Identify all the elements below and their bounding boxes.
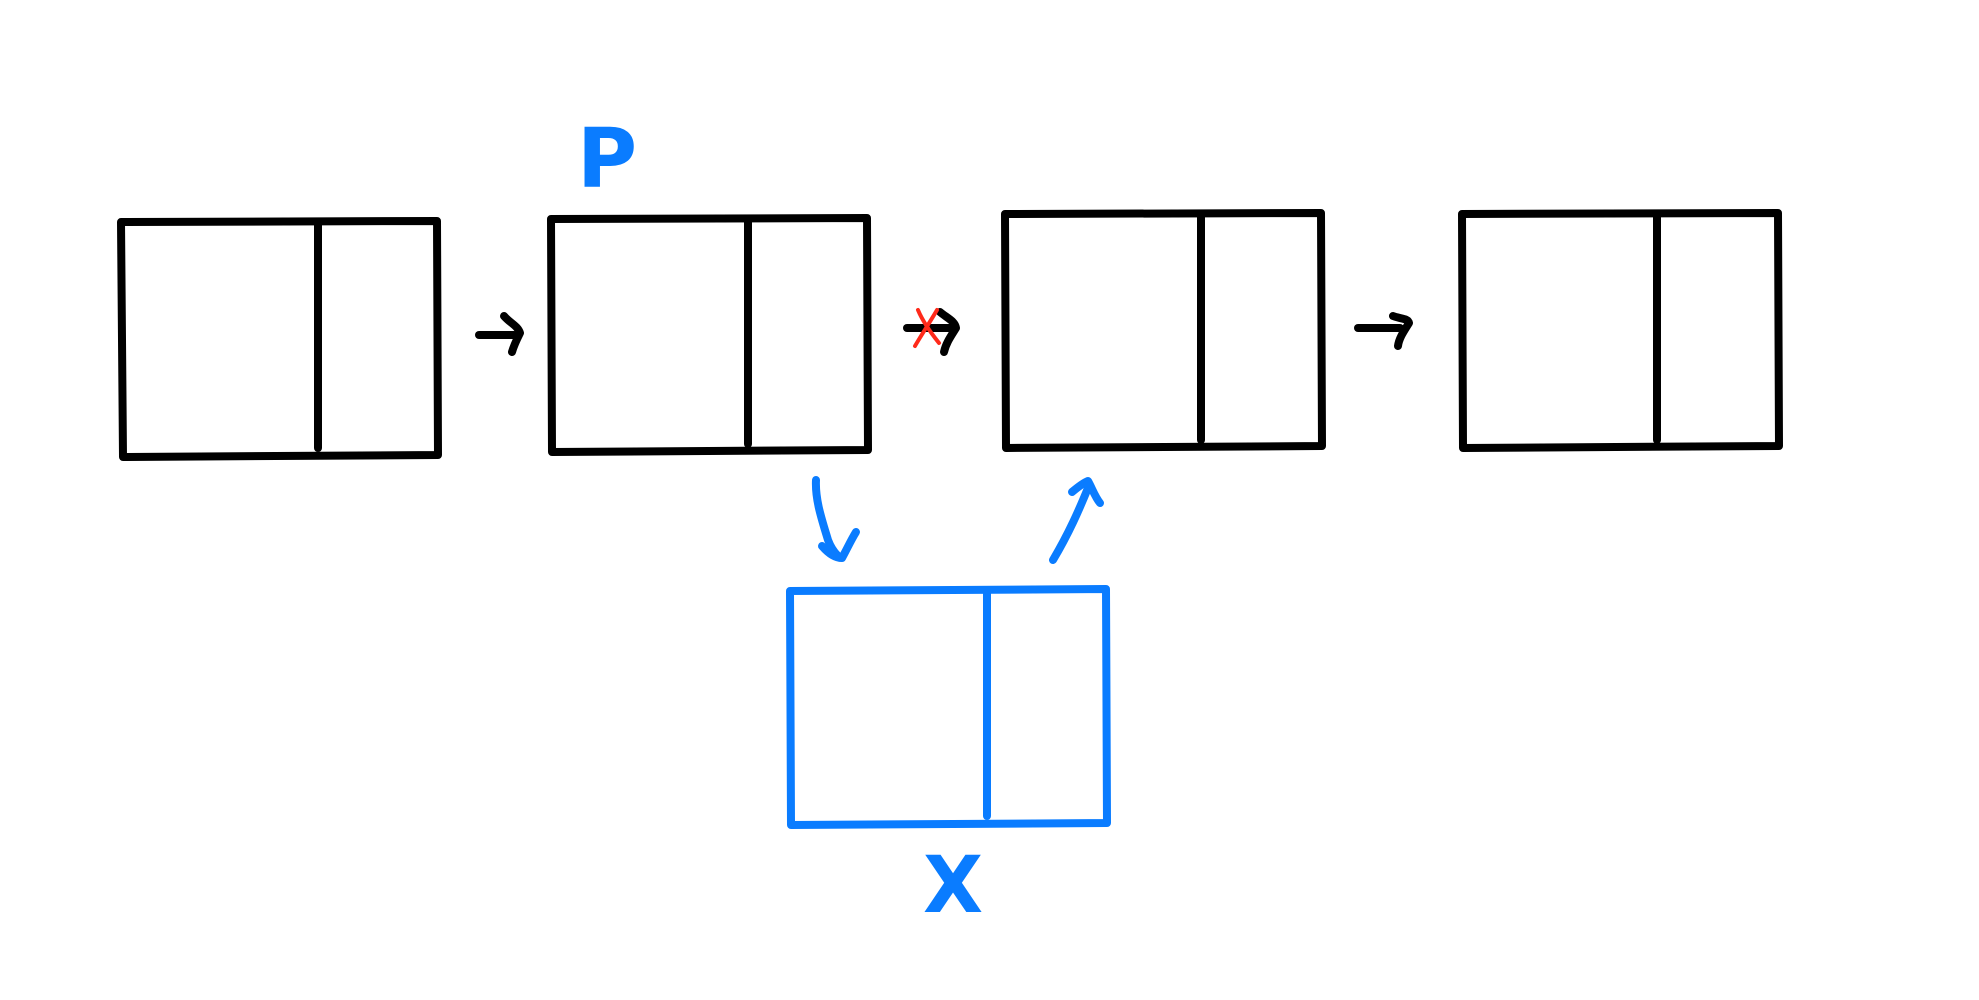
node-2-box bbox=[547, 214, 872, 456]
node-1-box bbox=[117, 217, 442, 461]
node-3-box bbox=[1001, 209, 1326, 452]
node-4-box bbox=[1458, 209, 1783, 452]
node-x-label: X bbox=[923, 841, 983, 931]
node-1 bbox=[117, 217, 442, 461]
node-3 bbox=[1001, 209, 1326, 452]
node-2 bbox=[547, 214, 872, 456]
node-x bbox=[786, 585, 1111, 829]
node-x-box bbox=[786, 585, 1111, 829]
removed-link-cross bbox=[913, 308, 941, 348]
arrow-node-3-to-node-4 bbox=[1354, 312, 1413, 350]
arrow-node-2-to-node-x bbox=[811, 476, 860, 562]
arrow-node-x-to-node-3 bbox=[1049, 477, 1104, 564]
arrow-node-1-to-node-2 bbox=[475, 312, 524, 356]
node-4 bbox=[1458, 209, 1783, 452]
pointer-p-label: P bbox=[577, 112, 637, 207]
